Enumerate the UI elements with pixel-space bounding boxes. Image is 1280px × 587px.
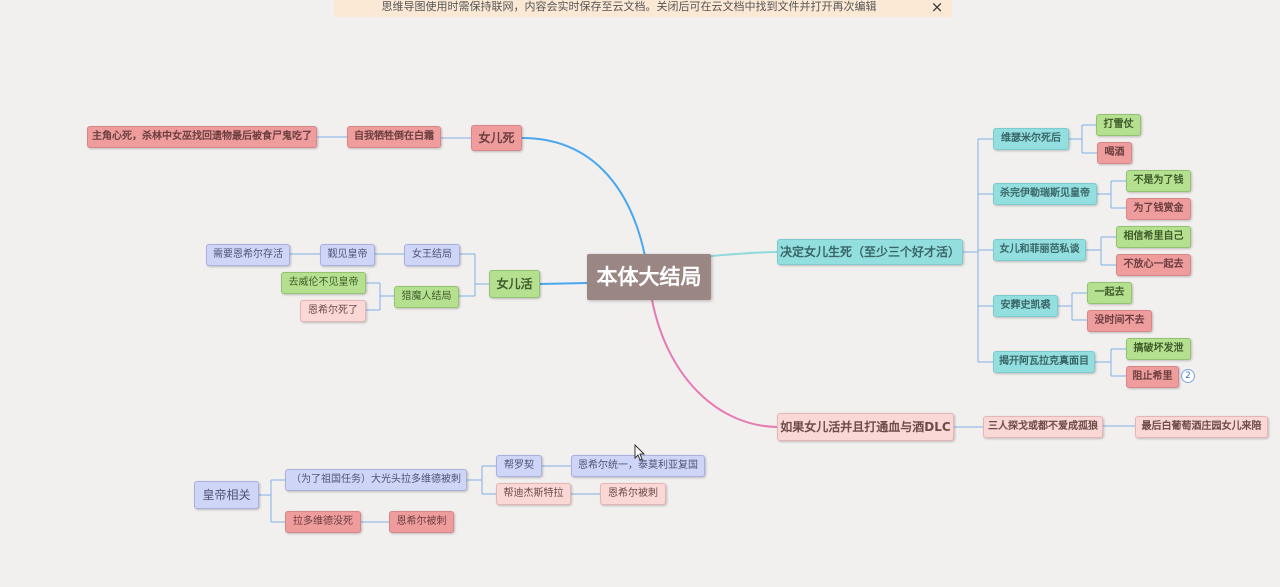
- link-daughter-lives: [539, 282, 588, 285]
- node-no-meet-emperor[interactable]: 去威伦不见皇帝: [281, 272, 366, 294]
- node-help-dijkstra[interactable]: 帮迪杰斯特拉: [496, 483, 571, 505]
- node-emperor-related[interactable]: 皇帝相关: [194, 481, 259, 509]
- node-empress-ending[interactable]: 女王结局: [404, 244, 460, 266]
- link-dlc: [651, 299, 778, 428]
- node-vineyard-ending[interactable]: 最后白葡萄酒庄园女儿来陪: [1135, 416, 1268, 438]
- root-node[interactable]: 本体大结局: [587, 254, 711, 300]
- banner-message: 思维导图使用时需保持联网，内容会实时保存至云文档。关闭后可在云文档中找到文件并打…: [381, 0, 877, 13]
- node-daughter-dies[interactable]: 女儿死: [471, 125, 522, 151]
- node-emhyr-assassinated-2[interactable]: 恩希尔被刺: [389, 511, 454, 533]
- node-romance-outcome[interactable]: 三人探戈或都不爱成孤狼: [983, 416, 1103, 438]
- notification-banner: 思维导图使用时需保持联网，内容会实时保存至云文档。关闭后可在云文档中找到文件并打…: [334, 0, 952, 17]
- node-vent-anger[interactable]: 搞破坏发泄: [1126, 338, 1191, 360]
- node-radovid-survives[interactable]: 拉多维德没死: [285, 511, 361, 533]
- link-daughter-dies: [521, 137, 646, 257]
- node-drink[interactable]: 喝酒: [1097, 142, 1132, 164]
- node-for-money[interactable]: 为了钱赏金: [1126, 198, 1191, 220]
- node-emhyr-alive[interactable]: 需要恩希尔存活: [206, 244, 290, 266]
- node-skjall-funeral[interactable]: 安葬史凯裘: [993, 295, 1058, 317]
- close-icon[interactable]: ×: [930, 0, 944, 16]
- mouse-cursor-icon: [634, 444, 646, 461]
- node-self-sacrifice[interactable]: 自我牺牲倒在白霜: [347, 126, 441, 148]
- node-emhyr-assassinated-1[interactable]: 恩希尔被刺: [600, 483, 666, 505]
- node-meet-emperor[interactable]: 觐见皇帝: [320, 244, 375, 266]
- node-help-roche[interactable]: 帮罗契: [496, 455, 542, 477]
- node-daughter-lives[interactable]: 女儿活: [489, 270, 540, 298]
- node-heartbroken-ending[interactable]: 主角心死，杀林中女巫找回遗物最后被食尸鬼吃了: [87, 126, 317, 148]
- node-dlc-condition[interactable]: 如果女儿活并且打通血与酒DLC: [777, 413, 954, 441]
- node-after-vesemir[interactable]: 维瑟米尔死后: [993, 128, 1069, 150]
- node-stop-ciri[interactable]: 阻止希里: [1126, 366, 1179, 388]
- node-not-for-money[interactable]: 不是为了钱: [1126, 170, 1191, 192]
- node-philippa-talk[interactable]: 女儿和菲丽芭私谈: [993, 239, 1086, 261]
- node-emhyr-dead[interactable]: 恩希尔死了: [300, 300, 366, 322]
- node-after-imlerith[interactable]: 杀完伊勒瑞斯见皇帝: [993, 183, 1097, 205]
- node-no-time[interactable]: 没时间不去: [1087, 310, 1152, 332]
- node-decide-fate[interactable]: 决定女儿生死（至少三个好才活）: [777, 239, 963, 265]
- link-decide: [710, 251, 779, 257]
- node-go-together[interactable]: 不放心一起去: [1116, 254, 1191, 276]
- node-go-along[interactable]: 一起去: [1087, 282, 1132, 304]
- node-witcher-ending[interactable]: 猎魔人结局: [394, 286, 459, 308]
- node-avallach-reveal[interactable]: 揭开阿瓦拉克真面目: [993, 351, 1095, 373]
- collapsed-count-badge[interactable]: 2: [1181, 369, 1195, 383]
- node-snowball[interactable]: 打雪仗: [1096, 114, 1141, 136]
- node-radovid-assassinated[interactable]: （为了祖国任务）大光头拉多维德被刺: [285, 469, 467, 491]
- node-trust-ciri[interactable]: 相信希里自己: [1116, 226, 1191, 248]
